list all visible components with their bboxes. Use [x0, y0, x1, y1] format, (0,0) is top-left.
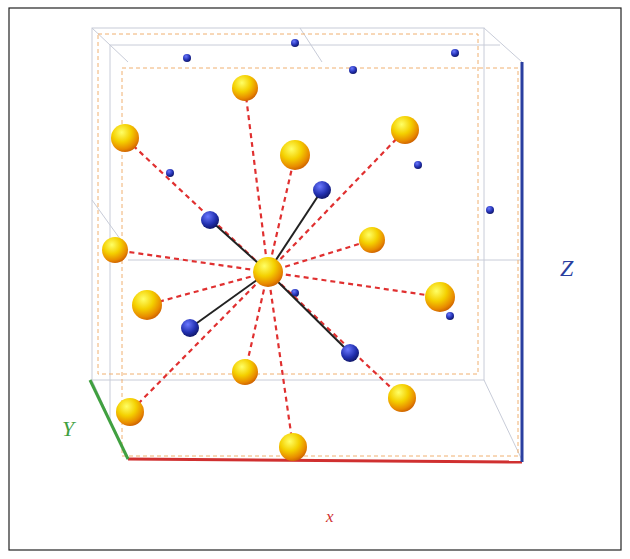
axis-label: Y [62, 418, 74, 440]
neighbor-atoms [102, 75, 455, 461]
axes [90, 62, 522, 462]
tetrahedral-bonds [190, 190, 350, 353]
frame [9, 8, 621, 550]
tetrahedral-atoms [181, 181, 359, 362]
central-atom [253, 257, 283, 287]
axis-label: Z [560, 256, 573, 280]
cell-grid [92, 28, 522, 460]
axis-label: x [326, 508, 334, 525]
dashed-cell [98, 34, 518, 456]
far-atoms [166, 39, 494, 320]
neighbor-bonds [115, 88, 440, 447]
